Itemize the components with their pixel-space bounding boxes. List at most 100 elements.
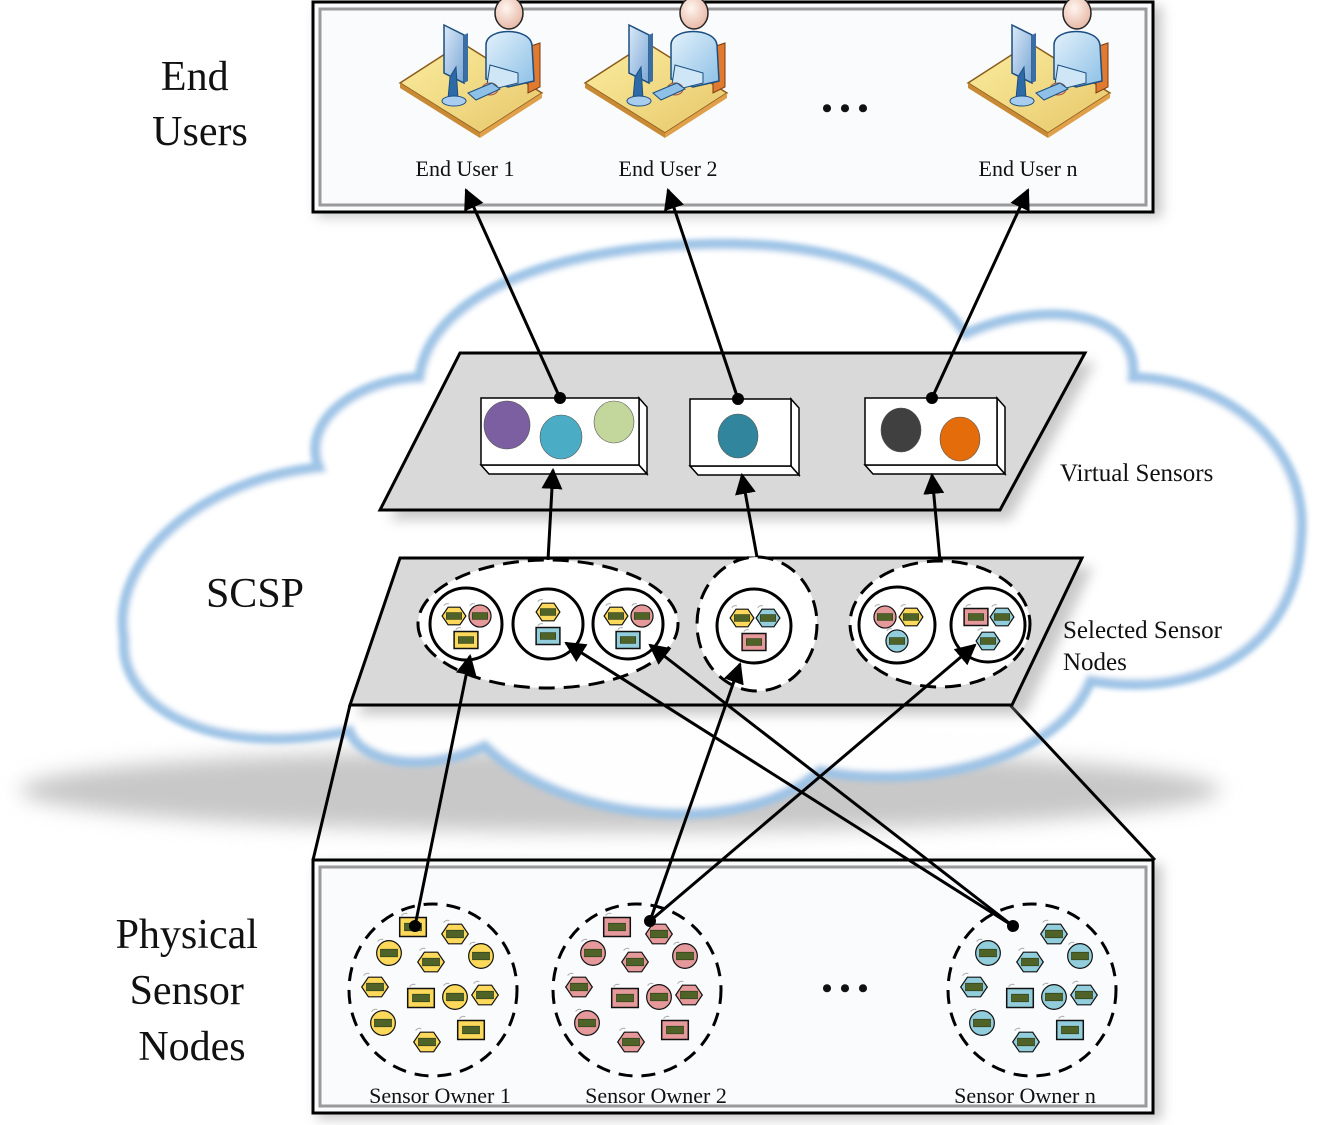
sensor-node-rect — [963, 604, 989, 627]
sensor-node-hex — [470, 980, 500, 1006]
virtual-sensors-label: Virtual Sensors — [1060, 460, 1213, 487]
sensor-node-circle — [468, 603, 492, 628]
sensor-node-rect — [406, 983, 436, 1009]
end-user-2: End User 2 — [583, 0, 729, 181]
sensor-node-rect — [660, 1015, 690, 1041]
sensor-subgroup — [857, 585, 937, 665]
ownern-to-selected-b — [648, 643, 1014, 928]
end-user-label: End User 2 — [619, 156, 718, 181]
selected-sensor-nodes-label: Selected Sensor Nodes — [1063, 617, 1228, 676]
ownern-to-selected-a — [564, 641, 1014, 928]
sensor-node-circle — [873, 604, 897, 629]
sensor-node-hex — [959, 972, 989, 998]
virtual-sensor-2 — [688, 397, 801, 477]
workstation-user-icon — [966, 0, 1112, 138]
sensor-node-rect — [456, 1015, 486, 1041]
virtual-sensor-1 — [479, 396, 649, 476]
selected-sensor-group-1 — [416, 558, 680, 690]
end-users-layer-label: End Users — [152, 54, 248, 155]
end-user-label: End User n — [979, 156, 1078, 181]
sensor-node-hex — [898, 604, 924, 627]
sensor-node-hex — [603, 603, 629, 626]
sensor-node-hex — [535, 599, 561, 622]
sensor-node-hex — [989, 604, 1015, 627]
sensor-node-circle — [574, 1008, 600, 1036]
arrow-origin-dot — [926, 392, 938, 404]
physical-sensor-nodes-layer-label: Physical Sensor Nodes — [116, 912, 269, 1070]
owner1-to-selected — [413, 653, 477, 927]
sensor-node-hex — [975, 628, 1001, 651]
sensor-node-circle — [630, 603, 654, 628]
sensor-node-circle — [468, 941, 494, 969]
sensor-node-circle — [1067, 941, 1093, 969]
end-user-3: End User n — [966, 0, 1112, 181]
end-user-1: End User 1 — [398, 0, 544, 181]
owner2-to-selected-b — [649, 643, 977, 923]
virtual-sensor-dot — [939, 416, 981, 462]
arrow-origin-dot — [554, 392, 566, 404]
sensor-node-circle — [370, 1008, 396, 1036]
sensor-owner-2: Sensor Owner 2 — [551, 902, 727, 1108]
sensor-node-circle — [885, 628, 909, 653]
sensor-node-hex — [1039, 919, 1069, 945]
arrow-origin-dot — [409, 920, 421, 932]
scsp-label: SCSP — [206, 571, 304, 617]
sensor-node-rect — [741, 629, 767, 652]
sensor-node-rect — [453, 627, 479, 650]
sensor-node-hex — [360, 972, 390, 998]
sensor-node-hex — [416, 947, 446, 973]
group2-to-vs2 — [735, 472, 759, 558]
workstation-user-icon — [398, 0, 544, 138]
vs3-to-end-user-n — [930, 188, 1030, 399]
end-users-ellipsis: • • • — [822, 92, 869, 125]
sensor-node-hex — [412, 1027, 442, 1053]
sensor-node-hex — [674, 980, 704, 1006]
virtual-sensor-dot — [539, 414, 583, 460]
data-flow-arrows — [409, 188, 1030, 932]
end-user-label: End User 1 — [416, 156, 515, 181]
virtual-sensor-dot — [483, 400, 531, 450]
sensor-node-hex — [620, 947, 650, 973]
sensor-node-rect — [615, 627, 641, 650]
selected-sensor-group-2 — [695, 555, 819, 693]
perspective-lines — [311, 703, 1157, 862]
sensor-node-rect — [1055, 1015, 1085, 1041]
sensor-node-hex — [1069, 980, 1099, 1006]
arrow-origin-dot — [732, 393, 744, 405]
sensor-subgroup — [715, 587, 793, 665]
sensor-subgroup — [511, 587, 585, 661]
sensor-node-circle — [1041, 982, 1067, 1010]
sensor-node-rect — [535, 623, 561, 646]
virtual-sensor-dot — [717, 413, 759, 459]
selected-sensor-group-3 — [848, 559, 1032, 689]
sensor-owners-ellipsis: • • • — [822, 972, 869, 1005]
virtual-sensor-dot — [593, 400, 635, 444]
sensor-owner-label: Sensor Owner 2 — [585, 1083, 727, 1108]
sensor-node-rect — [602, 912, 632, 938]
sensor-node-hex — [564, 972, 594, 998]
sensor-owner-label: Sensor Owner n — [954, 1083, 1096, 1108]
group3-to-vs3 — [923, 472, 945, 562]
vs2-to-end-user-2 — [664, 188, 740, 400]
sensor-node-circle — [975, 938, 1001, 966]
virtual-sensor-3 — [863, 396, 1007, 476]
virtual-sensor-dot — [880, 407, 922, 453]
sensor-node-hex — [1011, 1027, 1041, 1053]
sensor-node-circle — [646, 982, 672, 1010]
vs1-to-end-user-1 — [464, 188, 562, 399]
owner2-to-selected-a — [648, 662, 744, 922]
sensor-node-hex — [1015, 947, 1045, 973]
sensor-node-circle — [442, 982, 468, 1010]
sensor-node-hex — [441, 603, 467, 626]
sensor-node-circle — [376, 938, 402, 966]
scsp-cloud — [123, 245, 1300, 814]
sensor-node-rect — [610, 983, 640, 1009]
sensor-node-hex — [729, 605, 755, 628]
sensor-node-circle — [969, 1008, 995, 1036]
sensor-node-hex — [440, 919, 470, 945]
sensor-owner-label: Sensor Owner 1 — [369, 1083, 511, 1108]
sensor-node-hex — [755, 605, 781, 628]
physical-sensor-panel — [311, 858, 1162, 1119]
workstation-user-icon — [583, 0, 729, 138]
